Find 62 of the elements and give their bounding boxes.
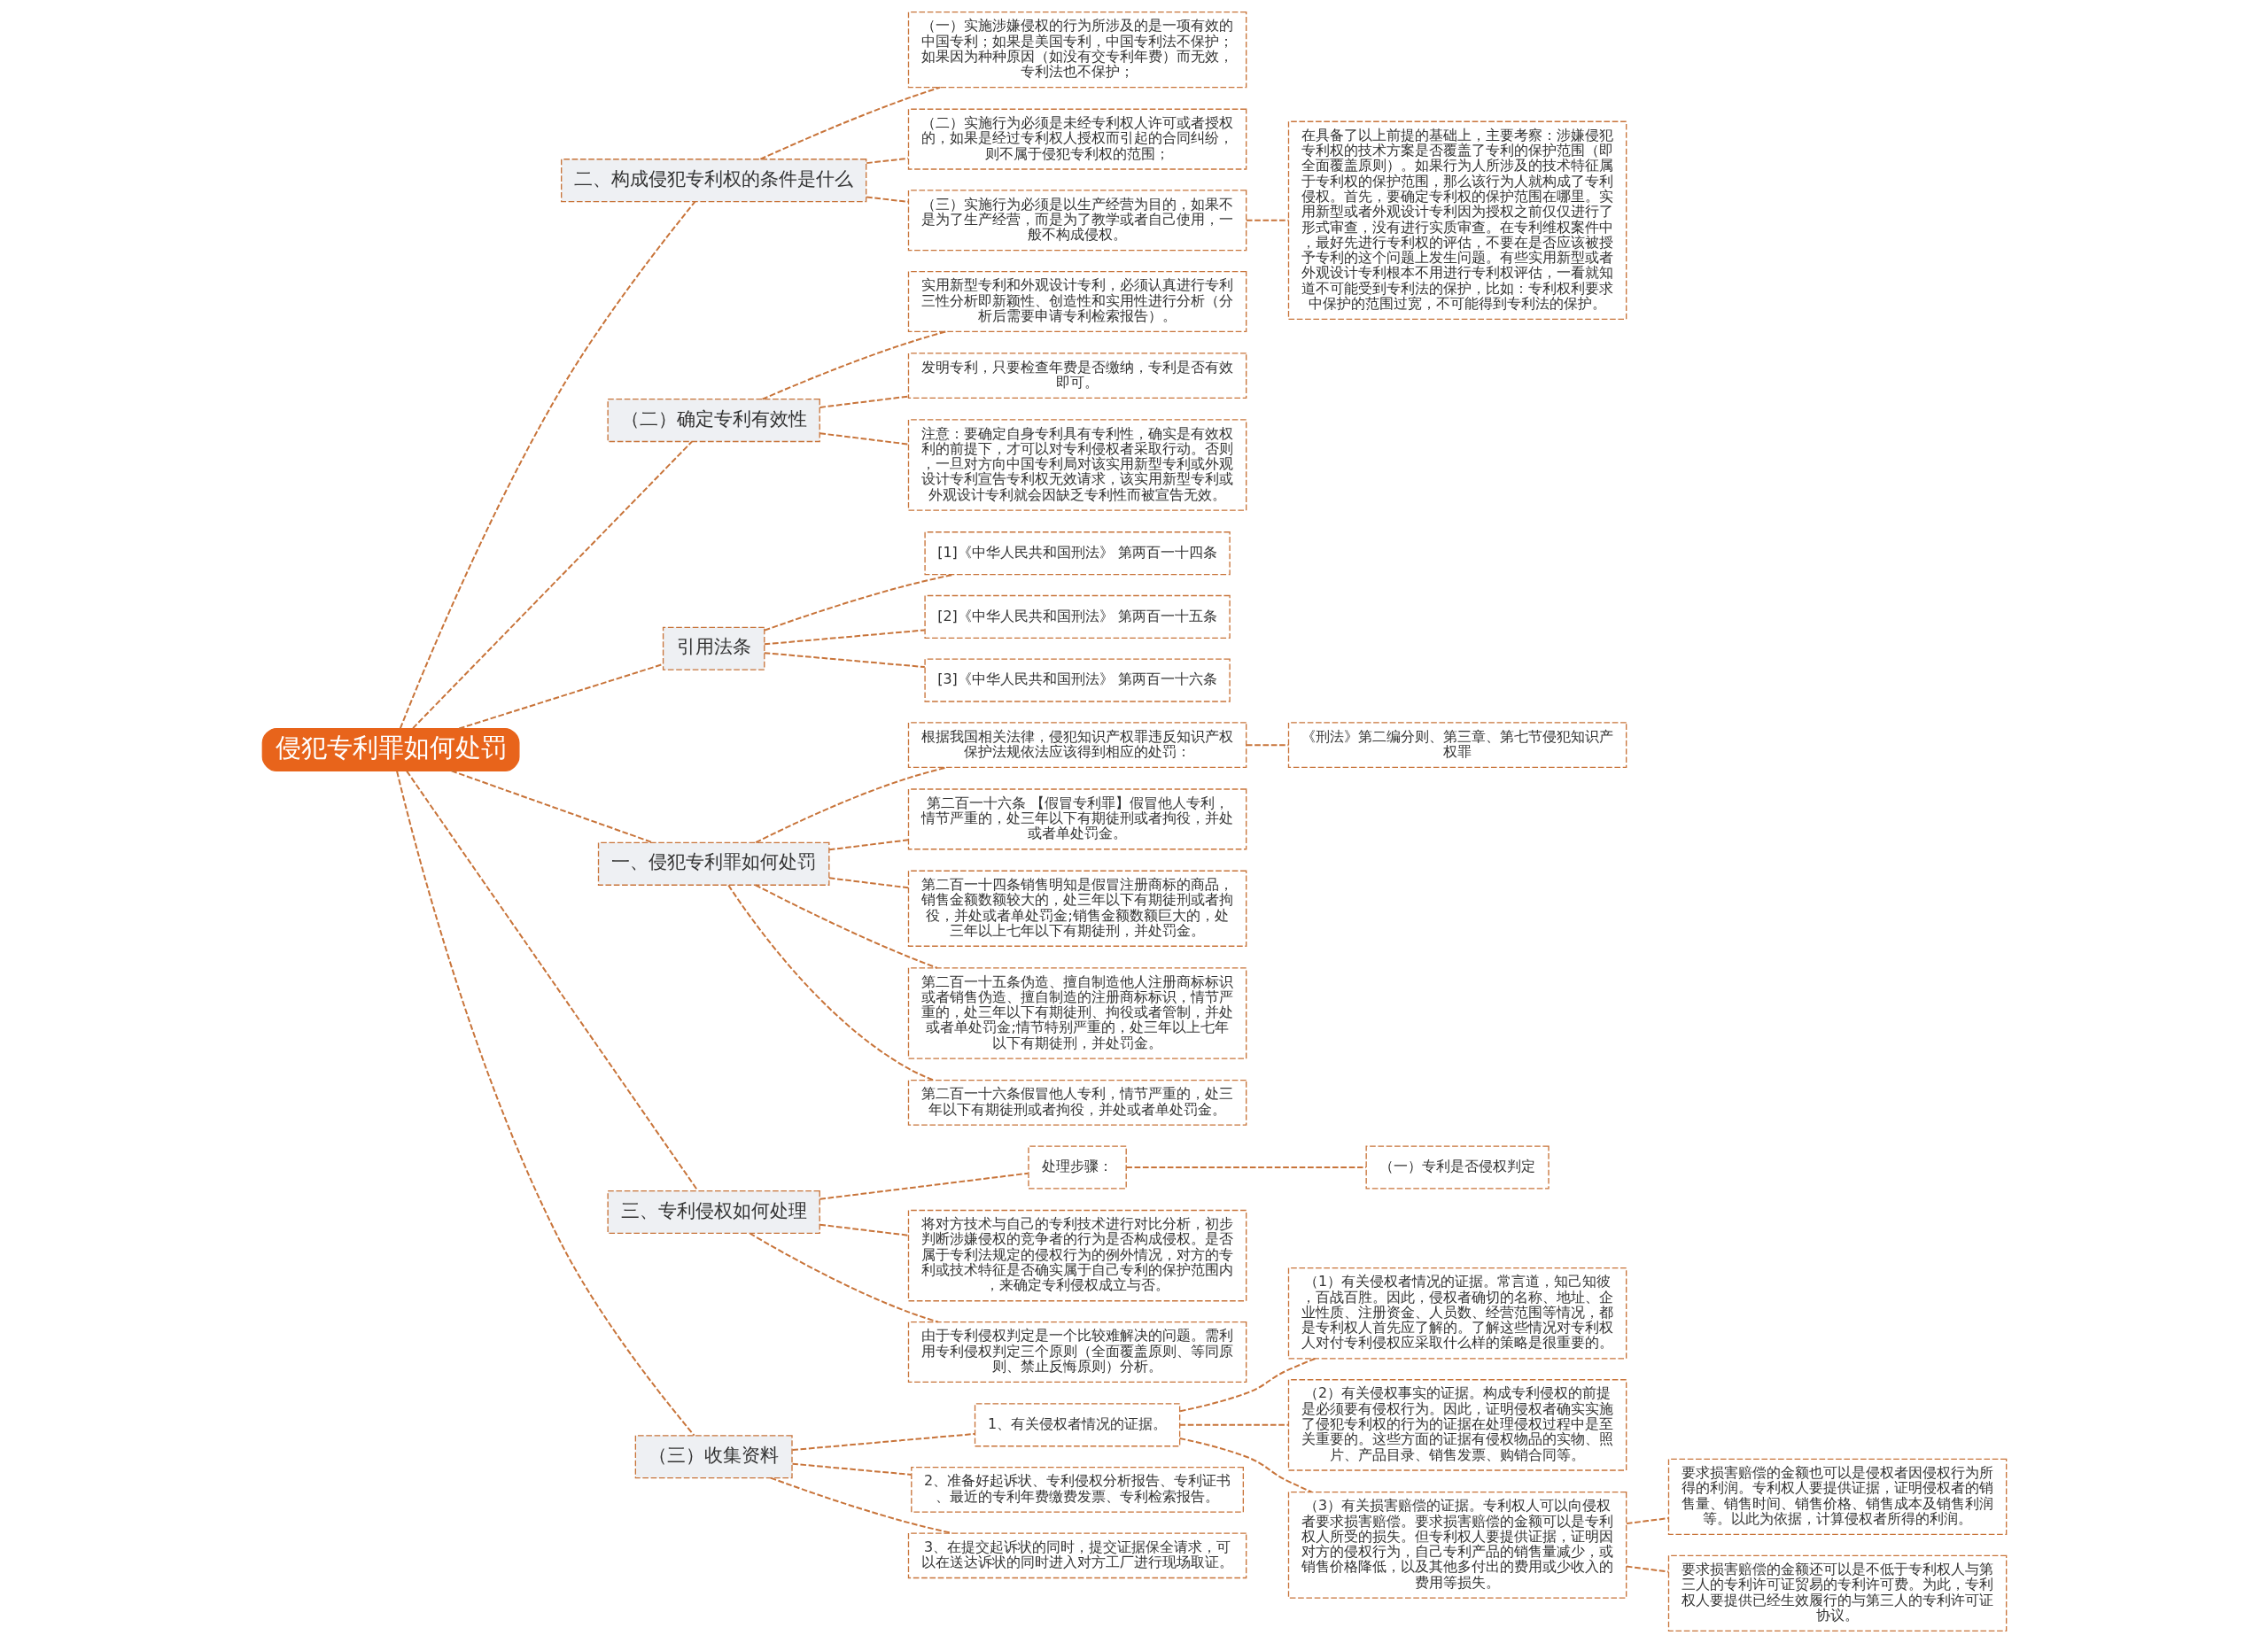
node-box: [2]《中华人民共和国刑法》 第两百一十五条 (923, 594, 1231, 639)
connector (399, 200, 696, 730)
node-box: （2）有关侵权事实的证据。构成专利侵权的前提是必须要有侵权行为。因此，证明侵权者确实实施了侵犯专利权的行为的证据在处理侵权过程中是至关重要的。这些方面的证据有侵权物品的实物、照片、产品目录、销售发票、购销合同等。 (1287, 1379, 1627, 1471)
node-box: 根据我国相关法律，侵犯知识产权罪违反知识产权保护法规依法应该得到相应的处罚： (907, 722, 1247, 769)
connector (1245, 219, 1289, 221)
node-box: 注意：要确定自身专利具有专利性，确实是有效权利的前提下，才可以对专利侵权者采取行动。否则，一旦对方向中国专利局对该实用新型专利或外观设计专利宣告专利权无效请求，该实用新型专利或外观设计专利就会因缺乏专利性而被宣告无效。 (907, 419, 1247, 511)
connector (1625, 1517, 1669, 1525)
node-box: （一）专利是否侵权判定 (1365, 1145, 1550, 1190)
node-box: （三）实施行为必须是以生产经营为目的，如果不是为了生产经营，而是为了教学或者自己使用，一般不构成侵权。 (907, 190, 1247, 252)
node-box: 《刑法》第二编分则、第三章、第七节侵犯知识产权罪 (1287, 722, 1627, 769)
connector (827, 877, 909, 889)
node-box: 在具备了以上前提的基础上，主要考察：涉嫌侵犯专利权的技术方案是否覆盖了专利的保护范围（即全面覆盖原则）。如果行为人所涉及的技术特征属于专利权的保护范围，那么该行为人就构成了专利侵权。首先，要确定专利权的保护范围在哪里。实用新型或者外观设计专利因为授权之前仅仅进行了形式审查，没有进行实质审查。在专利维权案件中，最好先进行专利权的评估，不要在是否应该被授予专利的这个问题上发生问题。有些实用新型或者外观设计专利根本不用进行专利权评估，一看就知道不可能受到专利法的保护，比如：专利权利要求中保护的范围过宽，不可能得到专利法的保护。 (1287, 120, 1627, 321)
node-box: 引用法条 (662, 626, 765, 670)
node-box: 二、构成侵犯专利权的条件是什么 (560, 159, 866, 203)
connector (791, 1462, 913, 1476)
connector (1178, 1438, 1312, 1493)
connector (763, 652, 926, 669)
node-box: 3、在提交起诉状的同时，提交证据保全请求，可以在送达诉状的同时进入对方工厂进行现场取证。 (907, 1532, 1247, 1579)
node-box: [1]《中华人民共和国刑法》 第两百一十四条 (923, 531, 1231, 576)
node-box: 要求损害赔偿的金额还可以是不低于专利权人与第三人的专利许可证贸易的专利许可费。为此，专利权人要提供已经生效履行的与第三人的专利许可证协议。 (1667, 1554, 2007, 1631)
node-box: 第二百一十五条伪造、擅自制造他人注册商标标识或者销售伪造、擅自制造的注册商标标识，情节严重的，处三年以下有期徒刑、拘役或者管制，并处或者单处罚金;情节特别严重的，处三年以上七年以下有期徒刑，并处罚金。 (907, 967, 1247, 1059)
connector (457, 663, 664, 730)
node-box: 实用新型专利和外观设计专利，必须认真进行专利三性分析即新颖性、创造性和实用性进行分析（分析后需要申请专利检索报告）。 (907, 270, 1247, 332)
node-box: （3）有关损害赔偿的证据。专利权人可以向侵权者要求损害赔偿。要求损害赔偿的金额可以是专利权人所受的损失。但专利权人要提供证据，证明因对方的侵权行为，自己专利产品的销售量减少，或销售价格降低，以及其他多付出的费用或少收入的费用等损失。 (1287, 1491, 1627, 1599)
connector (819, 432, 909, 446)
connector (819, 395, 909, 408)
connector (819, 1172, 1029, 1200)
node-box: 发明专利，只要检查年费是否缴纳，专利是否有效即可。 (907, 353, 1247, 399)
node-box: 一、侵犯专利罪如何处罚 (597, 841, 829, 886)
connector (865, 196, 909, 203)
connector (450, 770, 654, 844)
connector (405, 770, 698, 1191)
connector (1124, 1166, 1367, 1168)
connector (865, 157, 909, 165)
connector (827, 839, 909, 851)
node-box: 第二百一十六条假冒他人专利，情节严重的，处三年以下有期徒刑或者拘役，并处或者单处罚金。 (907, 1080, 1247, 1126)
connector (791, 1432, 975, 1452)
connector (411, 440, 693, 730)
node-box: （一）实施涉嫌侵权的行为所涉及的是一项有效的中国专利；如果是美国专利，中国专利法不保护；如果因为种种原因（如没有交专利年费）而无效，专利法也不保护； (907, 12, 1247, 89)
connector (726, 884, 935, 1081)
node-box: 将对方技术与自己的专利技术进行对比分析，初步判断涉嫌侵权的竞争者的行为是否构成侵权。是否属于专利法规定的侵权行为的例外情况，对方的专利或技术特征是否确实属于自己专利的保护范围内，来确定专利侵权成立与否。 (907, 1209, 1247, 1302)
node-box: （二）确定专利有效性 (606, 399, 820, 443)
node-box: 要求损害赔偿的金额也可以是侵权者因侵权行为所得的利润。专利权人要提供证据，证明侵权者的销售量、销售时间、销售价格、销售成本及销售利润等。以此为依据，计算侵权者所得的利润。 (1667, 1458, 2007, 1536)
node-box: 第二百一十四条销售明知是假冒注册商标的商品，销售金额数额较大的，处三年以下有期徒刑或者拘役，并处或者单处罚金;销售金额数额巨大的，处三年以上七年以下有期徒刑，并处罚金。 (907, 870, 1247, 947)
node-box: 第二百一十六条 【假冒专利罪】假冒他人专利，情节严重的，处三年以下有期徒刑或者拘役，并处或者单处罚金。 (907, 788, 1247, 850)
node-box: 由于专利侵权判定是一个比较难解决的问题。需利用专利侵权判定三个原则（全面覆盖原则、等同原则、禁止反悔原则）分析。 (907, 1321, 1247, 1383)
connector (395, 770, 695, 1437)
node-box: 三、专利侵权如何处理 (606, 1190, 820, 1235)
node-box: 处理步骤： (1027, 1145, 1127, 1190)
node-box: （三）收集资料 (634, 1435, 793, 1479)
connector (1178, 1423, 1289, 1426)
connector (763, 629, 926, 646)
node-box: 1、有关侵权者情况的证据。 (974, 1403, 1180, 1447)
node-box: （1）有关侵权者情况的证据。常言道，知己知彼，百战百胜。因此，侵权者确切的名称、地址、企业性质、注册资金、人员数、经营范围等情况，都是专利权人首先应了解的。了解这些情况对专利权人对付专利侵权应采取什么样的策略是很重要的。 (1287, 1267, 1627, 1360)
node-box: 2、准备好起诉状、专利侵权分析报告、专利证书、最近的专利年费缴费发票、专利检索报告。 (910, 1467, 1244, 1513)
connector (819, 1223, 909, 1236)
node-box: [3]《中华人民共和国刑法》 第两百一十六条 (923, 658, 1231, 702)
node-box: （二）实施行为必须是未经专利权人许可或者授权的，如果是经过专利权人授权而引起的合同纠纷，则不属于侵犯专利权的范围； (907, 108, 1247, 170)
node-box: 侵犯专利罪如何处罚 (261, 727, 520, 772)
connector (1625, 1565, 1669, 1573)
connector (754, 766, 948, 844)
connector (1245, 744, 1289, 747)
